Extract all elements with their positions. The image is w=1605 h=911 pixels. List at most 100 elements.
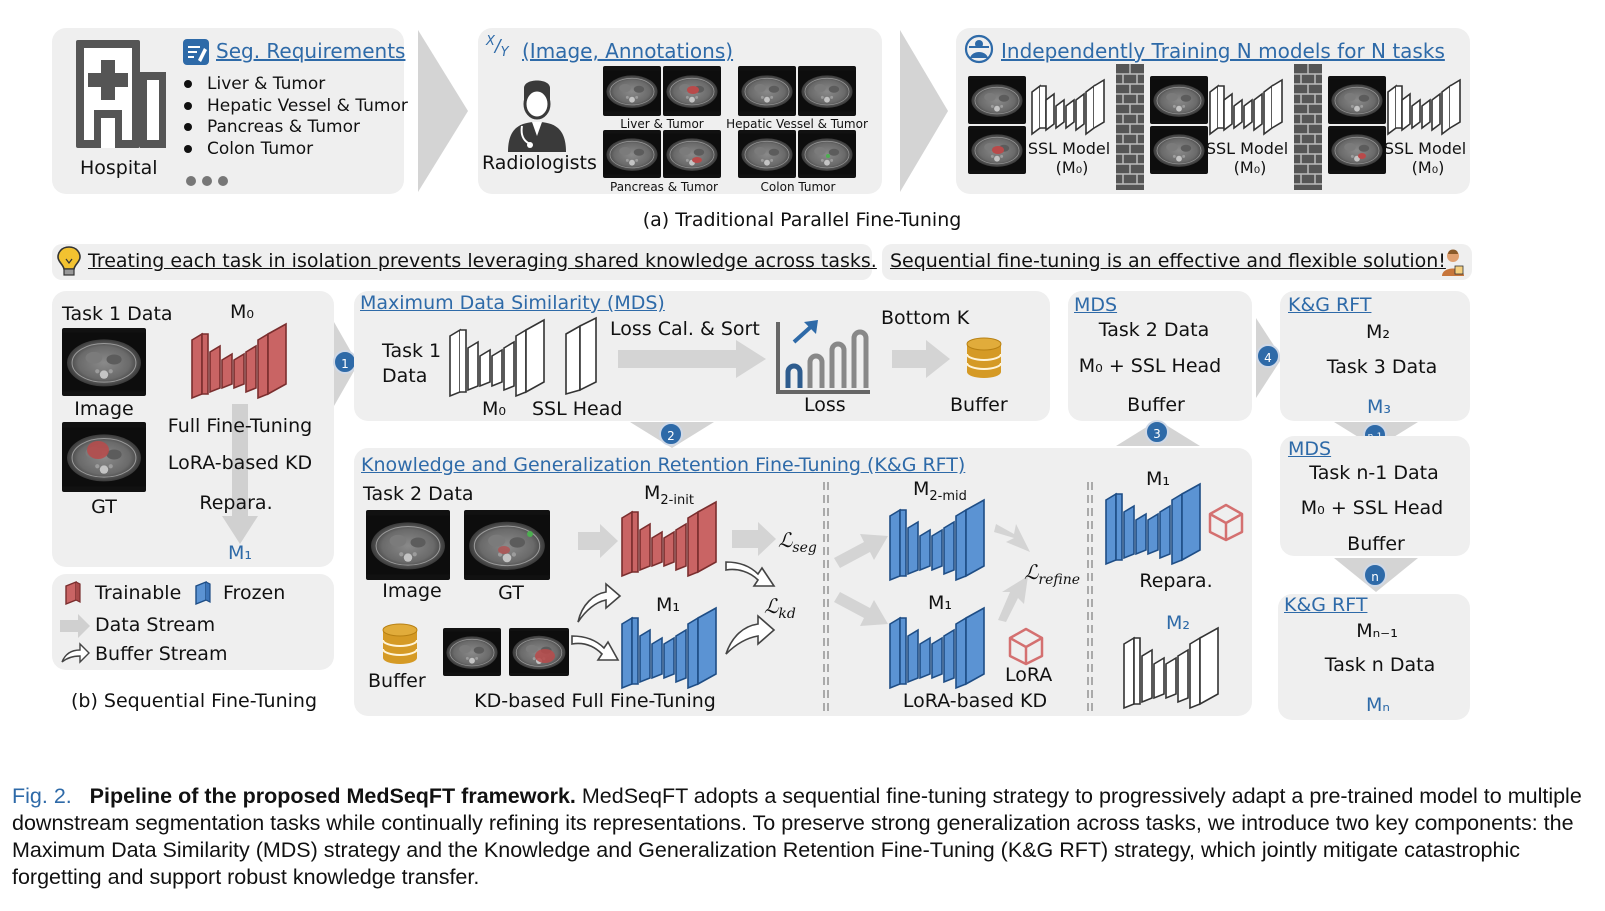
buffer-stream-label: Buffer Stream bbox=[95, 643, 228, 665]
m2-init-label: M2-init bbox=[644, 482, 694, 508]
wall-icon bbox=[1116, 64, 1144, 190]
mds2-panel bbox=[1068, 291, 1252, 421]
kg2-m-label: Mₙ₋₁ bbox=[1356, 620, 1398, 642]
legend-panel bbox=[52, 574, 334, 670]
frozen-m2-mid-model-icon bbox=[889, 498, 985, 582]
ct-image bbox=[603, 130, 661, 178]
kg-m2-label: M₂ bbox=[1166, 612, 1191, 634]
independent-training-title: Independently Training N models for N ta… bbox=[1001, 39, 1445, 63]
ct-label: Liver & Tumor bbox=[620, 117, 704, 131]
ct-image bbox=[968, 126, 1026, 174]
mds-buffer-label: Buffer bbox=[950, 394, 1008, 416]
mds2-task2-label: Task 2 Data bbox=[1098, 319, 1210, 341]
hospital-icon bbox=[76, 40, 166, 148]
kg2-task-label: Task n Data bbox=[1324, 654, 1436, 676]
ct-label: Pancreas & Tumor bbox=[610, 180, 718, 194]
lora-kd-label: LoRA-based KD bbox=[167, 452, 313, 474]
data-flow-arrow-icon bbox=[834, 534, 888, 568]
kg-m1-label: M₁ bbox=[656, 594, 681, 616]
ssl-head-label: SSL Head bbox=[532, 398, 623, 420]
radiologists-label: Radiologists bbox=[482, 152, 597, 174]
ct-image bbox=[738, 130, 796, 178]
mds2-m0-ssl-label: M₀ + SSL Head bbox=[1078, 355, 1222, 377]
data-flow-arrow-icon bbox=[892, 340, 950, 378]
ct-image bbox=[798, 66, 856, 116]
ct-image bbox=[443, 628, 501, 676]
mds-n-1-task-label: Task n-1 Data bbox=[1309, 462, 1439, 484]
ct-label: Colon Tumor bbox=[760, 180, 836, 194]
seg-requirements-title: Seg. Requirements bbox=[216, 39, 406, 63]
data-flow-arrow-icon bbox=[732, 522, 776, 556]
down-arrow-icon bbox=[222, 404, 258, 544]
xy-icon: X/Y bbox=[486, 34, 509, 61]
ct-label: Hepatic Vessel & Tumor bbox=[726, 117, 868, 131]
flow-arrow-icon bbox=[900, 30, 948, 192]
bottom-k-label: Bottom K bbox=[881, 307, 970, 329]
lora-label: LoRA bbox=[1005, 664, 1053, 686]
kg1-task-label: Task 3 Data bbox=[1326, 356, 1438, 378]
wall-icon bbox=[1294, 64, 1322, 190]
kg-rft-2-title: K&G RFT bbox=[1288, 294, 1372, 316]
data-stream-icon bbox=[60, 614, 90, 638]
l-refine-label: ℒrefine bbox=[1024, 560, 1081, 588]
step-n-badge: n bbox=[1363, 563, 1387, 587]
loss-chart-icon bbox=[776, 320, 870, 394]
data-flow-arrow-icon bbox=[994, 524, 1030, 552]
m0-label: (M₀) bbox=[1411, 158, 1445, 177]
m0-label: M₀ bbox=[230, 301, 255, 323]
section-a-caption: (a) Traditional Parallel Fine-Tuning bbox=[642, 209, 962, 231]
seg-item: Liver & Tumor bbox=[184, 74, 408, 96]
separator bbox=[823, 482, 829, 714]
ct-image bbox=[663, 66, 721, 116]
data-stream-label: Data Stream bbox=[95, 614, 216, 636]
lora-cube-icon bbox=[1006, 626, 1046, 666]
mds2-title: MDS bbox=[1074, 294, 1118, 316]
section-b-caption: (b) Sequential Fine-Tuning bbox=[70, 690, 318, 712]
separator bbox=[1087, 482, 1093, 714]
mds-m0-label: M₀ bbox=[482, 398, 507, 420]
seg-item: Colon Tumor bbox=[184, 139, 408, 161]
trainable-legend-label: Trainable bbox=[95, 582, 182, 604]
step-4-badge: 4 bbox=[1256, 344, 1280, 368]
kg-m1b-label: M₁ bbox=[928, 592, 953, 614]
caption-text: MedSeqFT adopts a sequential fine-tuning… bbox=[12, 784, 1582, 889]
ssl-model-icon bbox=[1209, 78, 1283, 136]
mds-n-1-buffer-label: Buffer bbox=[1347, 533, 1405, 555]
kg-buffer-label: Buffer bbox=[368, 670, 426, 692]
lightbulb-icon bbox=[57, 246, 81, 276]
frozen-m1-lora-model-icon bbox=[889, 606, 985, 690]
step-3-badge: 3 bbox=[1145, 420, 1169, 444]
image-label: Image bbox=[74, 398, 134, 420]
step-2-badge: 2 bbox=[659, 422, 683, 446]
ct-image bbox=[366, 510, 450, 580]
data-flow-arrow-icon bbox=[834, 592, 888, 626]
ssl-model-icon bbox=[1387, 78, 1461, 136]
buffer-stream-icon bbox=[725, 614, 776, 655]
requirements-icon bbox=[183, 39, 209, 65]
m1-output-label: M₁ bbox=[227, 542, 253, 564]
mds-task1-line1: Task 1 bbox=[382, 340, 442, 362]
flow-arrow-icon bbox=[418, 30, 468, 192]
mds2-buffer-label: Buffer bbox=[1127, 394, 1185, 416]
ssl-model-label: SSL Model bbox=[1027, 139, 1111, 158]
kg-rft-2-panel bbox=[1280, 291, 1470, 421]
hospital-label: Hospital bbox=[80, 157, 158, 179]
kg-rft-n-title: K&G RFT bbox=[1284, 594, 1368, 616]
m0-label: (M₀) bbox=[1233, 158, 1267, 177]
task1-data-label: Task 1 Data bbox=[62, 303, 173, 325]
buffer-database-icon bbox=[380, 622, 420, 666]
kg-repara-label: Repara. bbox=[1139, 570, 1213, 592]
frozen-legend-label: Frozen bbox=[223, 582, 286, 604]
figure-caption: Fig. 2. Pipeline of the proposed MedSeqF… bbox=[12, 783, 1592, 891]
seg-requirements-list: Liver & Tumor Hepatic Vessel & Tumor Pan… bbox=[184, 74, 408, 160]
ct-image bbox=[509, 628, 569, 676]
caption-bold: Pipeline of the proposed MedSeqFT framew… bbox=[89, 784, 576, 808]
ssl-head-icon bbox=[565, 316, 597, 396]
ct-image bbox=[62, 328, 146, 396]
task2-data-label: Task 2 Data bbox=[363, 483, 474, 505]
figure-number: Fig. 2. bbox=[12, 784, 72, 808]
frozen-legend-icon bbox=[195, 580, 211, 606]
loss-sort-label: Loss Cal. & Sort bbox=[610, 318, 760, 340]
isolation-banner-text: Treating each task in isolation prevents… bbox=[88, 250, 877, 272]
buffer-database-icon bbox=[964, 336, 1004, 380]
